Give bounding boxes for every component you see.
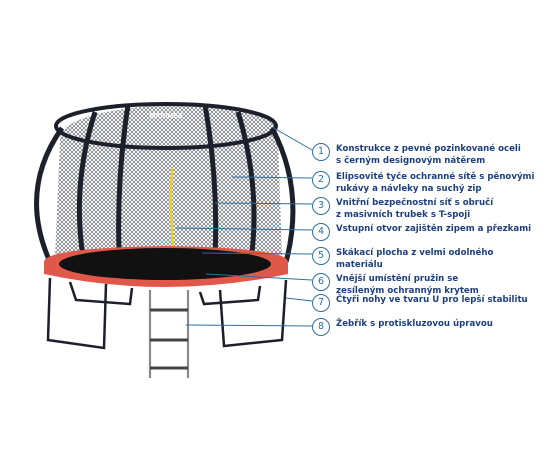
callout-text: Vnější umístění pružin se zesíleným ochra… — [336, 273, 541, 297]
callout-6: 6 Vnější umístění pružin se zesíleným ochr… — [312, 273, 541, 297]
callout-number: 8 — [312, 318, 330, 336]
callout-text: Skákací plocha z velmi odolného materiál… — [336, 247, 541, 271]
callout-text-line: rukávy a návleky na suchý zip — [336, 184, 482, 194]
net-pole — [76, 111, 98, 269]
callout-text-line: Vnitřní bezpečnostní síť s obručí — [336, 198, 494, 208]
callout-3: 3 Vnitřní bezpečnostní síť s obručí z masi… — [312, 197, 541, 221]
callout-8: 8 Žebřík s protiskluzovou úpravou — [312, 318, 541, 336]
callout-1: 1 Konstrukce z pevné pozinkované oceli s č… — [312, 143, 541, 167]
leader-lines — [175, 126, 313, 327]
u-leg — [198, 285, 262, 306]
net-pole — [269, 126, 296, 263]
callout-number: 7 — [312, 294, 330, 312]
callout-7: 7 Čtyři nohy ve tvaru U pro lepší stabili… — [312, 294, 541, 312]
callout-text-line: Čtyři nohy ve tvaru U pro lepší stabilit… — [336, 295, 528, 305]
callout-text-line: Vstupní otvor zajištěn zipem a přezkami — [336, 224, 532, 234]
callout-number: 6 — [312, 273, 330, 291]
callout-text-line: Skákací plocha z velmi odolného materiál… — [336, 248, 494, 270]
callout-number: 4 — [312, 223, 330, 241]
u-leg — [68, 281, 134, 306]
top-ring — [54, 102, 278, 150]
callout-number: 1 — [312, 143, 330, 161]
callout-text: Konstrukce z pevné pozinkované oceli s če… — [336, 143, 541, 167]
callout-5: 5 Skákací plocha z velmi odolného materiá… — [312, 247, 541, 271]
u-leg — [218, 279, 288, 348]
callout-text-line: zesíleným ochranným krytem — [336, 286, 479, 296]
ladder — [148, 290, 190, 378]
callout-text: Žebřík s protiskluzovou úpravou — [336, 318, 541, 330]
callout-text-line: Vnější umístění pružin se — [336, 274, 459, 284]
callout-text: Vstupní otvor zajištěn zipem a přezkami — [336, 223, 541, 235]
callout-4: 4 Vstupní otvor zajištěn zipem a přezkami — [312, 223, 541, 241]
callout-text: Čtyři nohy ve tvaru U pro lepší stabilit… — [336, 294, 541, 306]
callout-text-line: Elipsovité tyče ochranné sítě s pěnovými — [336, 172, 535, 182]
brand-logo: MARIMEX — [149, 113, 182, 120]
callout-number: 2 — [312, 171, 330, 189]
callout-text: Elipsovité tyče ochranné sítě s pěnovými… — [336, 171, 541, 195]
callout-text: Vnitřní bezpečnostní síť s obručí z masiv… — [336, 197, 541, 221]
callout-text-line: Konstrukce z pevné pozinkované oceli — [336, 144, 521, 154]
u-leg — [46, 277, 108, 350]
callout-text-line: z masivních trubek s T-spoji — [336, 210, 471, 220]
net-pole — [34, 126, 65, 264]
callout-text-line: s černým designovým nátěrem — [336, 156, 486, 166]
callout-text-line: Žebřík s protiskluzovou úpravou — [336, 319, 493, 329]
callout-2: 2 Elipsovité tyče ochranné sítě s pěnovým… — [312, 171, 541, 195]
callout-number: 5 — [312, 247, 330, 265]
net-pole — [235, 111, 257, 269]
callout-number: 3 — [312, 197, 330, 215]
